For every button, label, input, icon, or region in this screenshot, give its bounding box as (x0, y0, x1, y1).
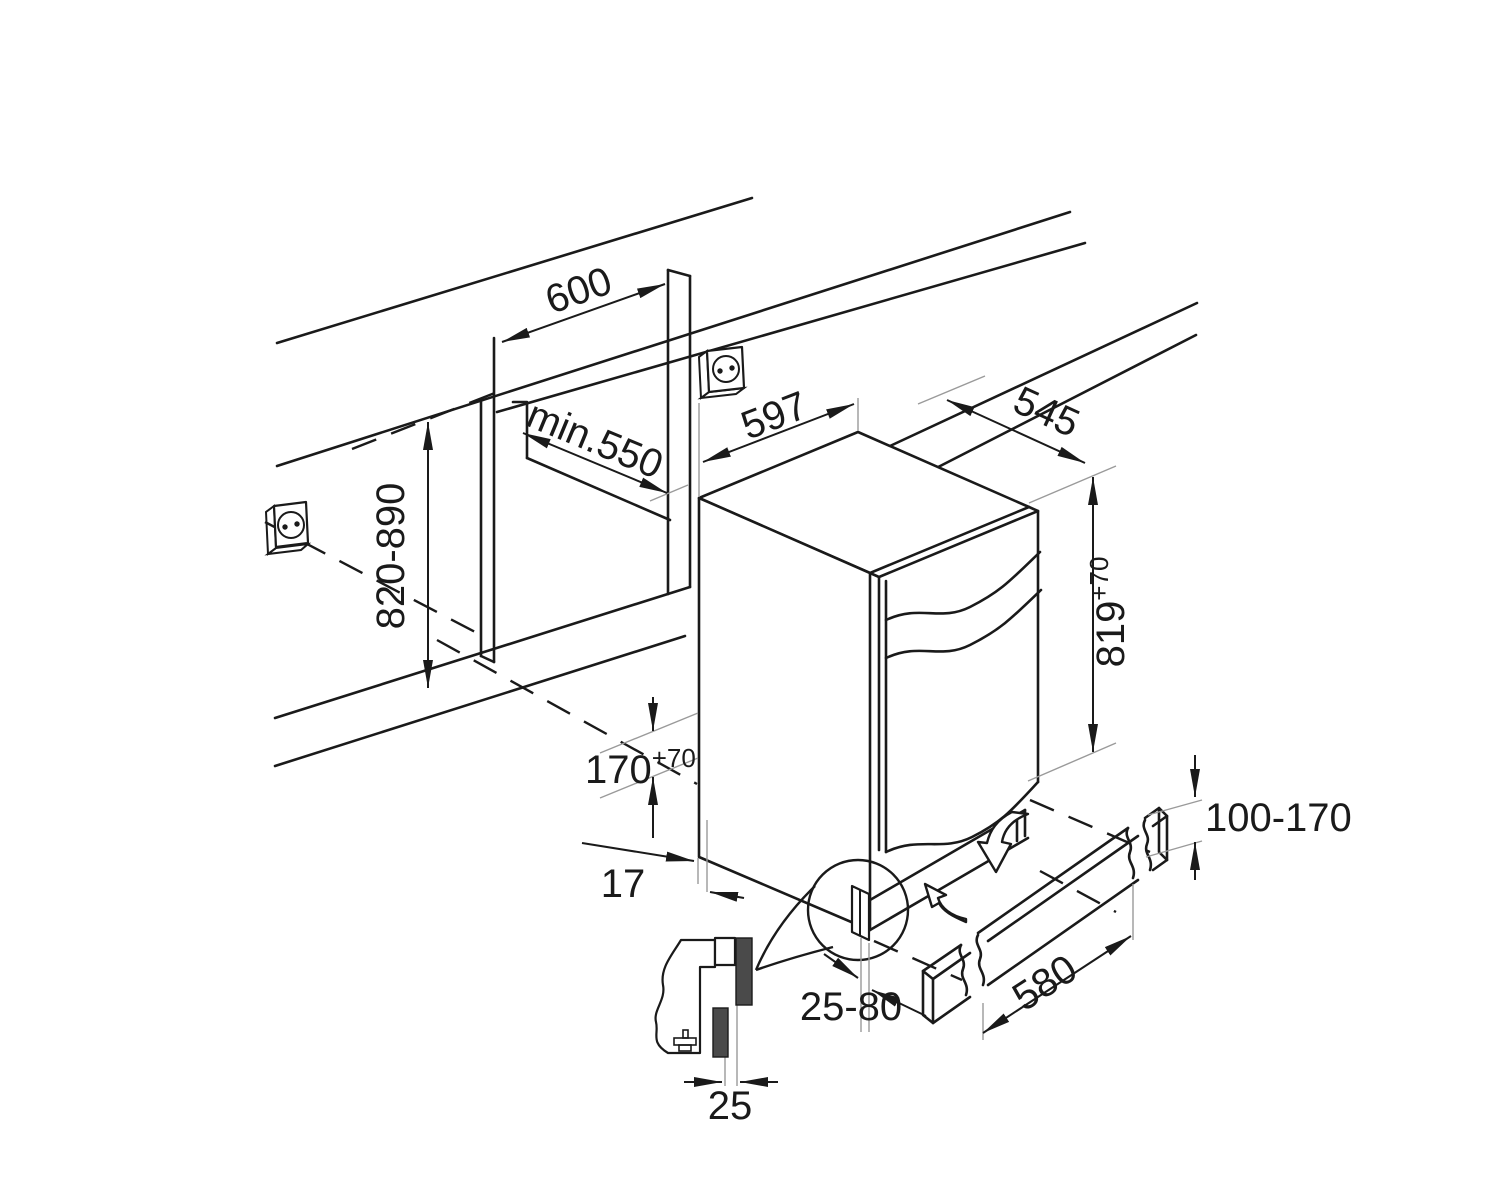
dim-label-recess-height: 170+70 (585, 743, 696, 792)
dim-line-600 (501, 283, 666, 343)
mounting-arrows (923, 810, 1030, 924)
door-break-line-2 (884, 588, 1043, 660)
ext-min550-right (649, 484, 689, 502)
dim-label-plinth-gap-range: 25-80 (800, 985, 902, 1029)
board-break-right-2 (1142, 818, 1153, 872)
dim-label-niche-width: 600 (540, 259, 618, 323)
panel-tongue (713, 936, 737, 967)
plinth-panel-dark-upper (735, 937, 753, 1006)
hollow-arrow-down-icon (976, 810, 1030, 874)
dim-label-niche-depth: min.550 (521, 392, 669, 487)
ext-100170-bottom (1145, 840, 1203, 858)
ext-819-bottom (1027, 742, 1117, 782)
board-break-left-1 (958, 943, 969, 997)
door-break-line-1 (884, 550, 1042, 622)
counter-bottom-dashed (351, 387, 506, 451)
ext-545-819-corner (1028, 465, 1117, 504)
recess-height-tolerance: +70 (652, 743, 696, 773)
counter-underside-edge (495, 241, 1087, 414)
dim-arrow-17-right (709, 891, 745, 902)
board-right-end-cap (1157, 806, 1169, 862)
dim-label-plinth-height-range: 100-170 (1205, 796, 1352, 840)
toe-kick-line (273, 585, 692, 720)
appliance-side-face (697, 496, 872, 932)
plinth-detail-section (654, 936, 753, 1058)
counter-front-edge (275, 210, 1072, 468)
outlet-pin-hole (282, 524, 288, 530)
dim-label-appliance-height: 819+70 (1084, 557, 1133, 668)
outlet-pin-hole (717, 368, 723, 374)
outlet-socket-ring (712, 355, 740, 383)
dimension-lines (423, 283, 1200, 1087)
dim-arrow-17-left (581, 842, 695, 862)
ext-100170-top (1147, 799, 1203, 816)
dim-line-597 (702, 403, 855, 463)
plinth-align-dashed-left (873, 939, 963, 982)
power-outlet-icon-upper (697, 345, 748, 400)
ext-170-top (599, 712, 699, 754)
ext-545-left (917, 375, 986, 405)
floor-lines (273, 585, 692, 768)
floor-front-line (273, 634, 687, 768)
detail-callout (754, 858, 910, 972)
appliance-height-tolerance: +70 (1084, 557, 1114, 601)
plinth-align-dashed-top (1029, 798, 1151, 854)
counter-back-edge (275, 196, 754, 345)
appliance-height-value: 819 (1089, 601, 1133, 668)
niche-right-panel-top (666, 268, 692, 278)
dim-arrow-2580-left (823, 953, 859, 979)
dim-arrow-2580-right (871, 989, 927, 1017)
dim-label-recess-depth: 17 (601, 862, 646, 906)
board-break-left-2 (975, 933, 986, 987)
floor-alignment-dashed (436, 638, 698, 786)
leveling-foot (673, 1029, 697, 1052)
board-break-right-1 (1125, 826, 1136, 880)
callout-tail-upper (754, 885, 816, 971)
dim-label-niche-height: 820-890 (369, 483, 413, 630)
dim-label-appliance-depth: 545 (1007, 378, 1086, 446)
door-bottom-break-line (884, 780, 1040, 854)
power-outlet-icon-left (264, 500, 312, 556)
dim-label-appliance-width: 597 (735, 383, 813, 448)
outlet-pin-hole (729, 365, 735, 371)
dim-line-min550 (522, 432, 668, 494)
dim-line-580 (982, 935, 1132, 1034)
appliance (697, 430, 1043, 942)
plinth-align-dashed-bottom (1039, 869, 1117, 914)
niche-left-panel-bottom (479, 654, 496, 664)
door-top-edge (868, 505, 1040, 579)
outlet-front-face (272, 500, 310, 549)
detail-callout-circle (806, 858, 910, 962)
counter-right-band-top (888, 301, 1199, 448)
hollow-arrow-left-icon (923, 882, 968, 924)
callout-tail-lower (755, 945, 834, 972)
appliance-door (868, 505, 1043, 854)
plinth-panel-dark-lower (712, 1007, 729, 1058)
dim-line-545 (946, 399, 1086, 464)
board-left-block (921, 943, 972, 1025)
outlet-pin-hole (294, 521, 300, 527)
extension-lines (599, 375, 1203, 1086)
dim-label-board-length: 580 (1005, 946, 1085, 1019)
dim-label-panel-thickness: 25 (708, 1084, 753, 1128)
door-panel-section (654, 938, 717, 1055)
recess-height-value: 170 (585, 748, 652, 792)
outlet-socket-ring (277, 511, 305, 539)
